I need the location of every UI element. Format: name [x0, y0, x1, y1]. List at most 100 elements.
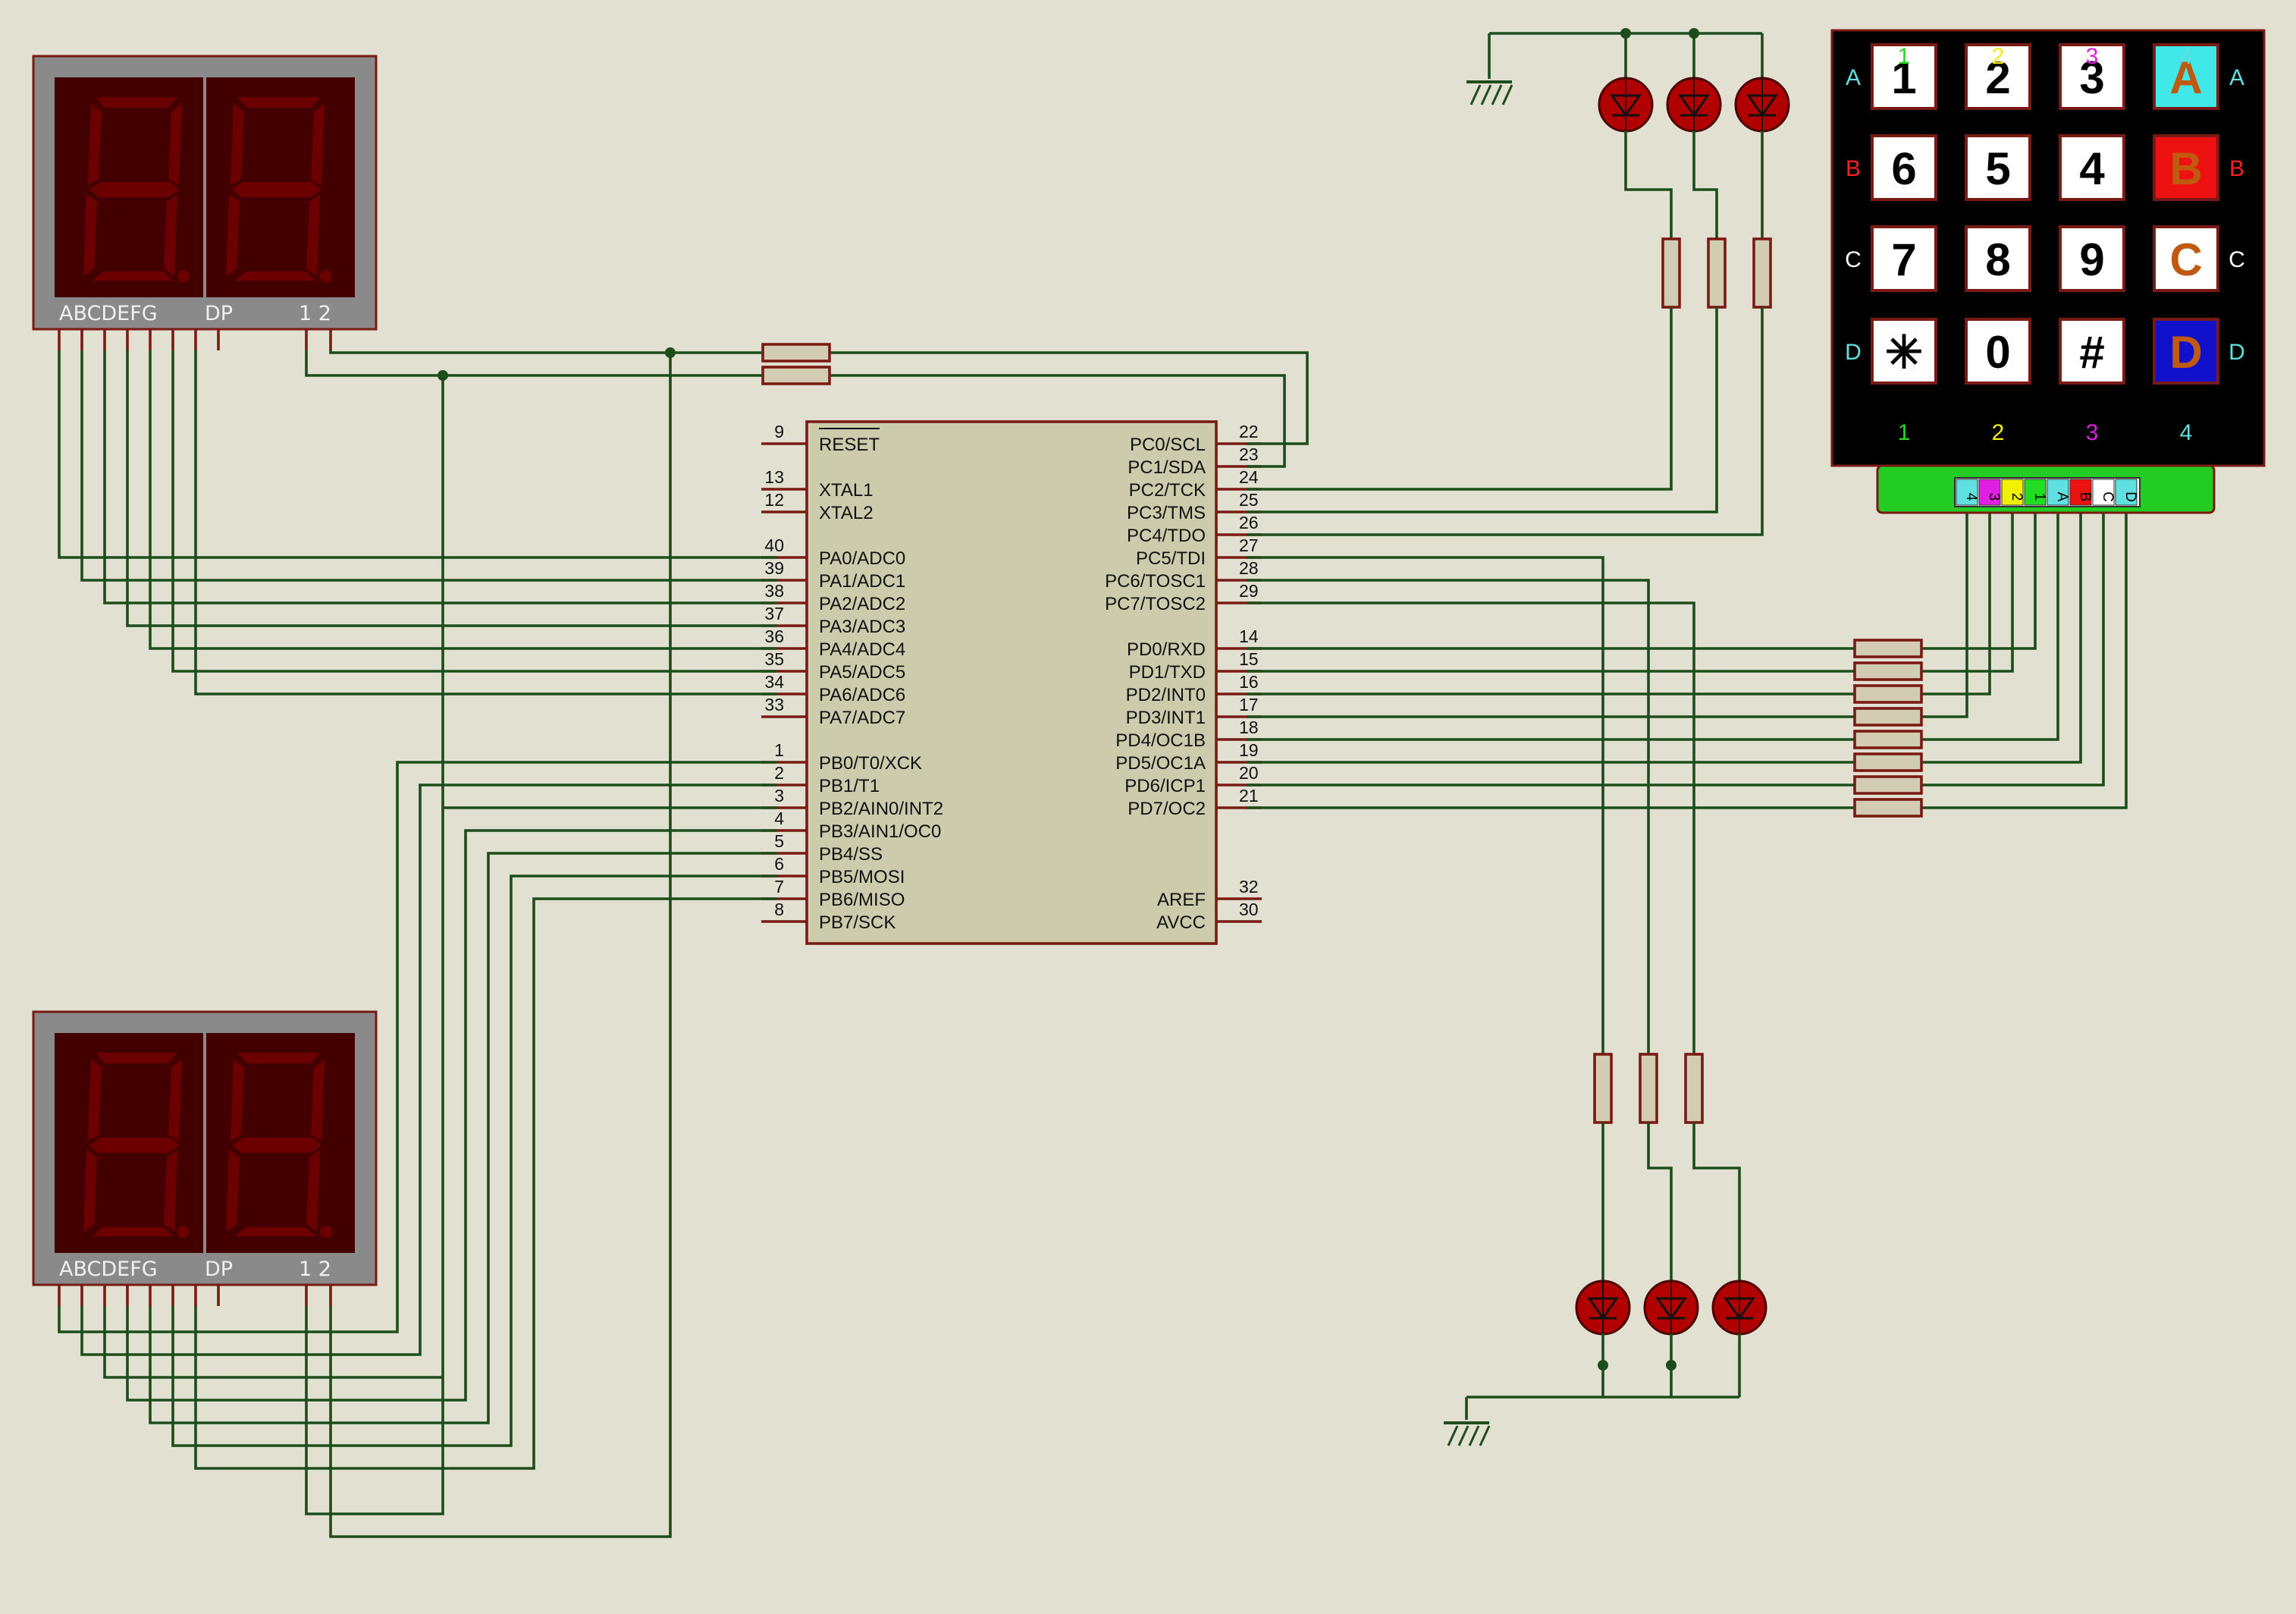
- seven-segment-display-bottom[interactable]: ABCDEFG DP 1 2: [32, 1010, 378, 1286]
- pin-number: 14: [1239, 626, 1259, 646]
- pin-name: PD1/TXD: [1129, 662, 1206, 683]
- connector-pin-label: 2: [2009, 493, 2025, 501]
- pin-number: 21: [1239, 786, 1259, 805]
- dp-label-top: DP: [205, 302, 233, 325]
- pin-number: 25: [1239, 490, 1259, 510]
- pin-name: PA2/ADC2: [819, 594, 905, 614]
- ground-symbol-top: [1466, 80, 1513, 105]
- key-label: 7: [1891, 234, 1916, 285]
- pin-name: PA6/ADC6: [819, 685, 905, 705]
- pin-name: PD5/OC1A: [1115, 753, 1206, 774]
- key-8[interactable]: 8: [1965, 225, 2031, 292]
- led-group-top: [1247, 28, 1790, 536]
- key-B[interactable]: B: [2153, 134, 2219, 201]
- key-label: 5: [1985, 143, 2010, 194]
- led-bottom-2[interactable]: [1643, 1280, 1699, 1336]
- key-D[interactable]: D: [2153, 318, 2219, 385]
- pin-name: AVCC: [1156, 912, 1206, 933]
- keypad-col-label-top: 2: [1992, 44, 2005, 69]
- key-A[interactable]: A: [2153, 43, 2219, 110]
- key-9[interactable]: 9: [2059, 225, 2125, 292]
- pin-name: PC0/SCL: [1130, 435, 1206, 455]
- led-bottom-3[interactable]: [1711, 1280, 1767, 1336]
- key-#[interactable]: #: [2059, 318, 2125, 385]
- keypad-col-label-bottom: 1: [1898, 420, 1911, 445]
- pin-number: 3: [774, 786, 784, 805]
- key-2[interactable]: 2: [1965, 43, 2031, 110]
- led-top-3[interactable]: [1734, 77, 1790, 133]
- connector-pin-A: A: [2047, 479, 2070, 506]
- key-6[interactable]: 6: [1871, 134, 1937, 201]
- pin-name: PC1/SDA: [1128, 457, 1206, 478]
- key-✳[interactable]: ✳: [1871, 318, 1937, 385]
- seven-segment-display-top[interactable]: ABCDEFG DP 1 2: [32, 55, 378, 331]
- key-label: 4: [2079, 143, 2105, 194]
- pin-number: 20: [1239, 763, 1259, 783]
- pin-name: PC4/TDO: [1127, 526, 1206, 546]
- led-bottom-1[interactable]: [1575, 1280, 1631, 1336]
- key-5[interactable]: 5: [1965, 134, 2031, 201]
- keypad-col-label-bottom: 3: [2086, 420, 2099, 445]
- display-top-pins: [58, 329, 332, 350]
- key-3[interactable]: 3: [2059, 43, 2125, 110]
- atmega-microcontroller[interactable]: 9RESET13XTAL112XTAL240PA0/ADC039PA1/ADC1…: [761, 420, 1262, 945]
- pin-number: 12: [764, 490, 784, 510]
- led-top-2[interactable]: [1666, 77, 1722, 133]
- pin-name: PA5/ADC5: [819, 662, 905, 683]
- keypad-row-label-left: A: [1846, 65, 1861, 90]
- key-7[interactable]: 7: [1871, 225, 1937, 292]
- connector-pin-D: D: [2115, 479, 2138, 506]
- pin-number: 8: [774, 900, 784, 919]
- pin-number: 2: [774, 763, 784, 783]
- pin-number: 17: [1239, 695, 1259, 714]
- pin-number: 35: [764, 649, 784, 669]
- key-4[interactable]: 4: [2059, 134, 2125, 201]
- keypad-row-label-right: B: [2229, 156, 2244, 181]
- pin-name: XTAL2: [819, 503, 874, 523]
- pin-name: PD4/OC1B: [1115, 730, 1206, 751]
- key-label: 9: [2079, 234, 2104, 285]
- pin-name: PB5/MOSI: [819, 867, 905, 887]
- key-label: 2: [1985, 52, 2010, 103]
- key-1[interactable]: 1: [1871, 43, 1937, 110]
- connector-pin-label: 3: [1986, 493, 2002, 501]
- pin-number: 27: [1239, 535, 1259, 555]
- digits-label-bottom: 1 2: [299, 1258, 331, 1281]
- led-top-1[interactable]: [1598, 77, 1654, 133]
- pin-number: 19: [1239, 740, 1259, 760]
- connector-pin-1: 1: [2024, 479, 2047, 506]
- key-0[interactable]: 0: [1965, 318, 2031, 385]
- key-C[interactable]: C: [2153, 225, 2219, 292]
